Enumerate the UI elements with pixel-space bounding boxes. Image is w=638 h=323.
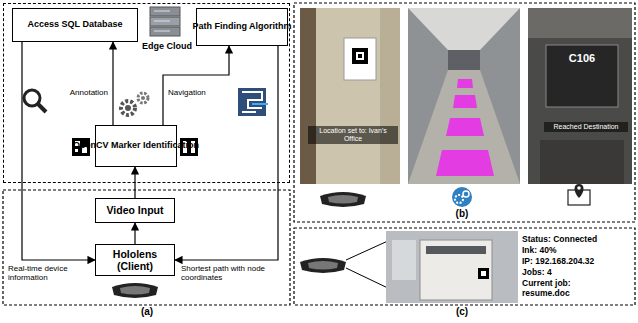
view-line bbox=[346, 240, 390, 260]
edge-label: Real-time device information bbox=[8, 264, 92, 282]
gears-icon bbox=[121, 93, 148, 115]
arrow-connector bbox=[112, 42, 113, 125]
room-number: C106 bbox=[556, 52, 608, 65]
headset-icon bbox=[112, 283, 158, 298]
edge-label: Annotation bbox=[56, 88, 108, 97]
arrow-connector bbox=[134, 223, 135, 244]
client-region bbox=[3, 190, 290, 305]
database-box: Access SQL Database bbox=[12, 8, 138, 42]
photo bbox=[528, 8, 632, 184]
headset-icon bbox=[300, 258, 346, 273]
photo bbox=[386, 231, 518, 303]
arrow-connector bbox=[163, 46, 229, 125]
panel-label: (a) bbox=[132, 306, 162, 318]
photo bbox=[408, 8, 520, 184]
panel-label: (b) bbox=[447, 208, 477, 220]
edge-label: Navigation bbox=[168, 88, 224, 97]
status-text: IP: 192.168.204.32 bbox=[522, 257, 634, 267]
edge-label: Shortest path with node coordinates bbox=[181, 264, 281, 282]
overlay-text: Reached Destination bbox=[544, 122, 628, 132]
status-text: Jobs: 4 bbox=[522, 268, 634, 278]
headset-icon bbox=[320, 192, 366, 207]
arrow-connector bbox=[175, 46, 278, 260]
box-label: Hololens (Client) bbox=[100, 248, 170, 272]
status-text: Status: Connected bbox=[522, 235, 634, 245]
status-text: Current job: resume.doc bbox=[522, 279, 602, 299]
algorithm-box: Path Finding Algorithm bbox=[196, 8, 288, 46]
view-line bbox=[346, 268, 392, 290]
panel-label: (c) bbox=[447, 306, 477, 318]
box-label: Access SQL Database bbox=[28, 20, 123, 30]
client-box: Hololens (Client) bbox=[95, 244, 175, 276]
server-icon bbox=[150, 7, 180, 36]
panel-frame bbox=[294, 228, 635, 305]
arrow-connector bbox=[22, 42, 95, 260]
magnifier-icon bbox=[24, 90, 46, 112]
photo bbox=[300, 8, 400, 184]
status-text: Ink: 40% bbox=[522, 246, 634, 256]
cloud-gear-icon bbox=[452, 187, 472, 207]
process-box: OpenCV Marker Identification bbox=[95, 125, 177, 167]
region-title: Edge Cloud bbox=[142, 42, 192, 52]
input-box: Video Input bbox=[95, 198, 175, 223]
box-label: OpenCV Marker Identification bbox=[73, 141, 199, 151]
region-frame: Edge Cloud Access SQL Database Path Findin… bbox=[3, 3, 290, 183]
maze-icon bbox=[238, 88, 268, 116]
panel-frame bbox=[294, 3, 635, 222]
box-label: Video Input bbox=[107, 204, 164, 216]
box-label: Path Finding Algorithm bbox=[192, 22, 291, 32]
overlay-text: Location set to: Ivan's Office bbox=[308, 126, 398, 144]
map-pin-icon bbox=[568, 184, 590, 205]
